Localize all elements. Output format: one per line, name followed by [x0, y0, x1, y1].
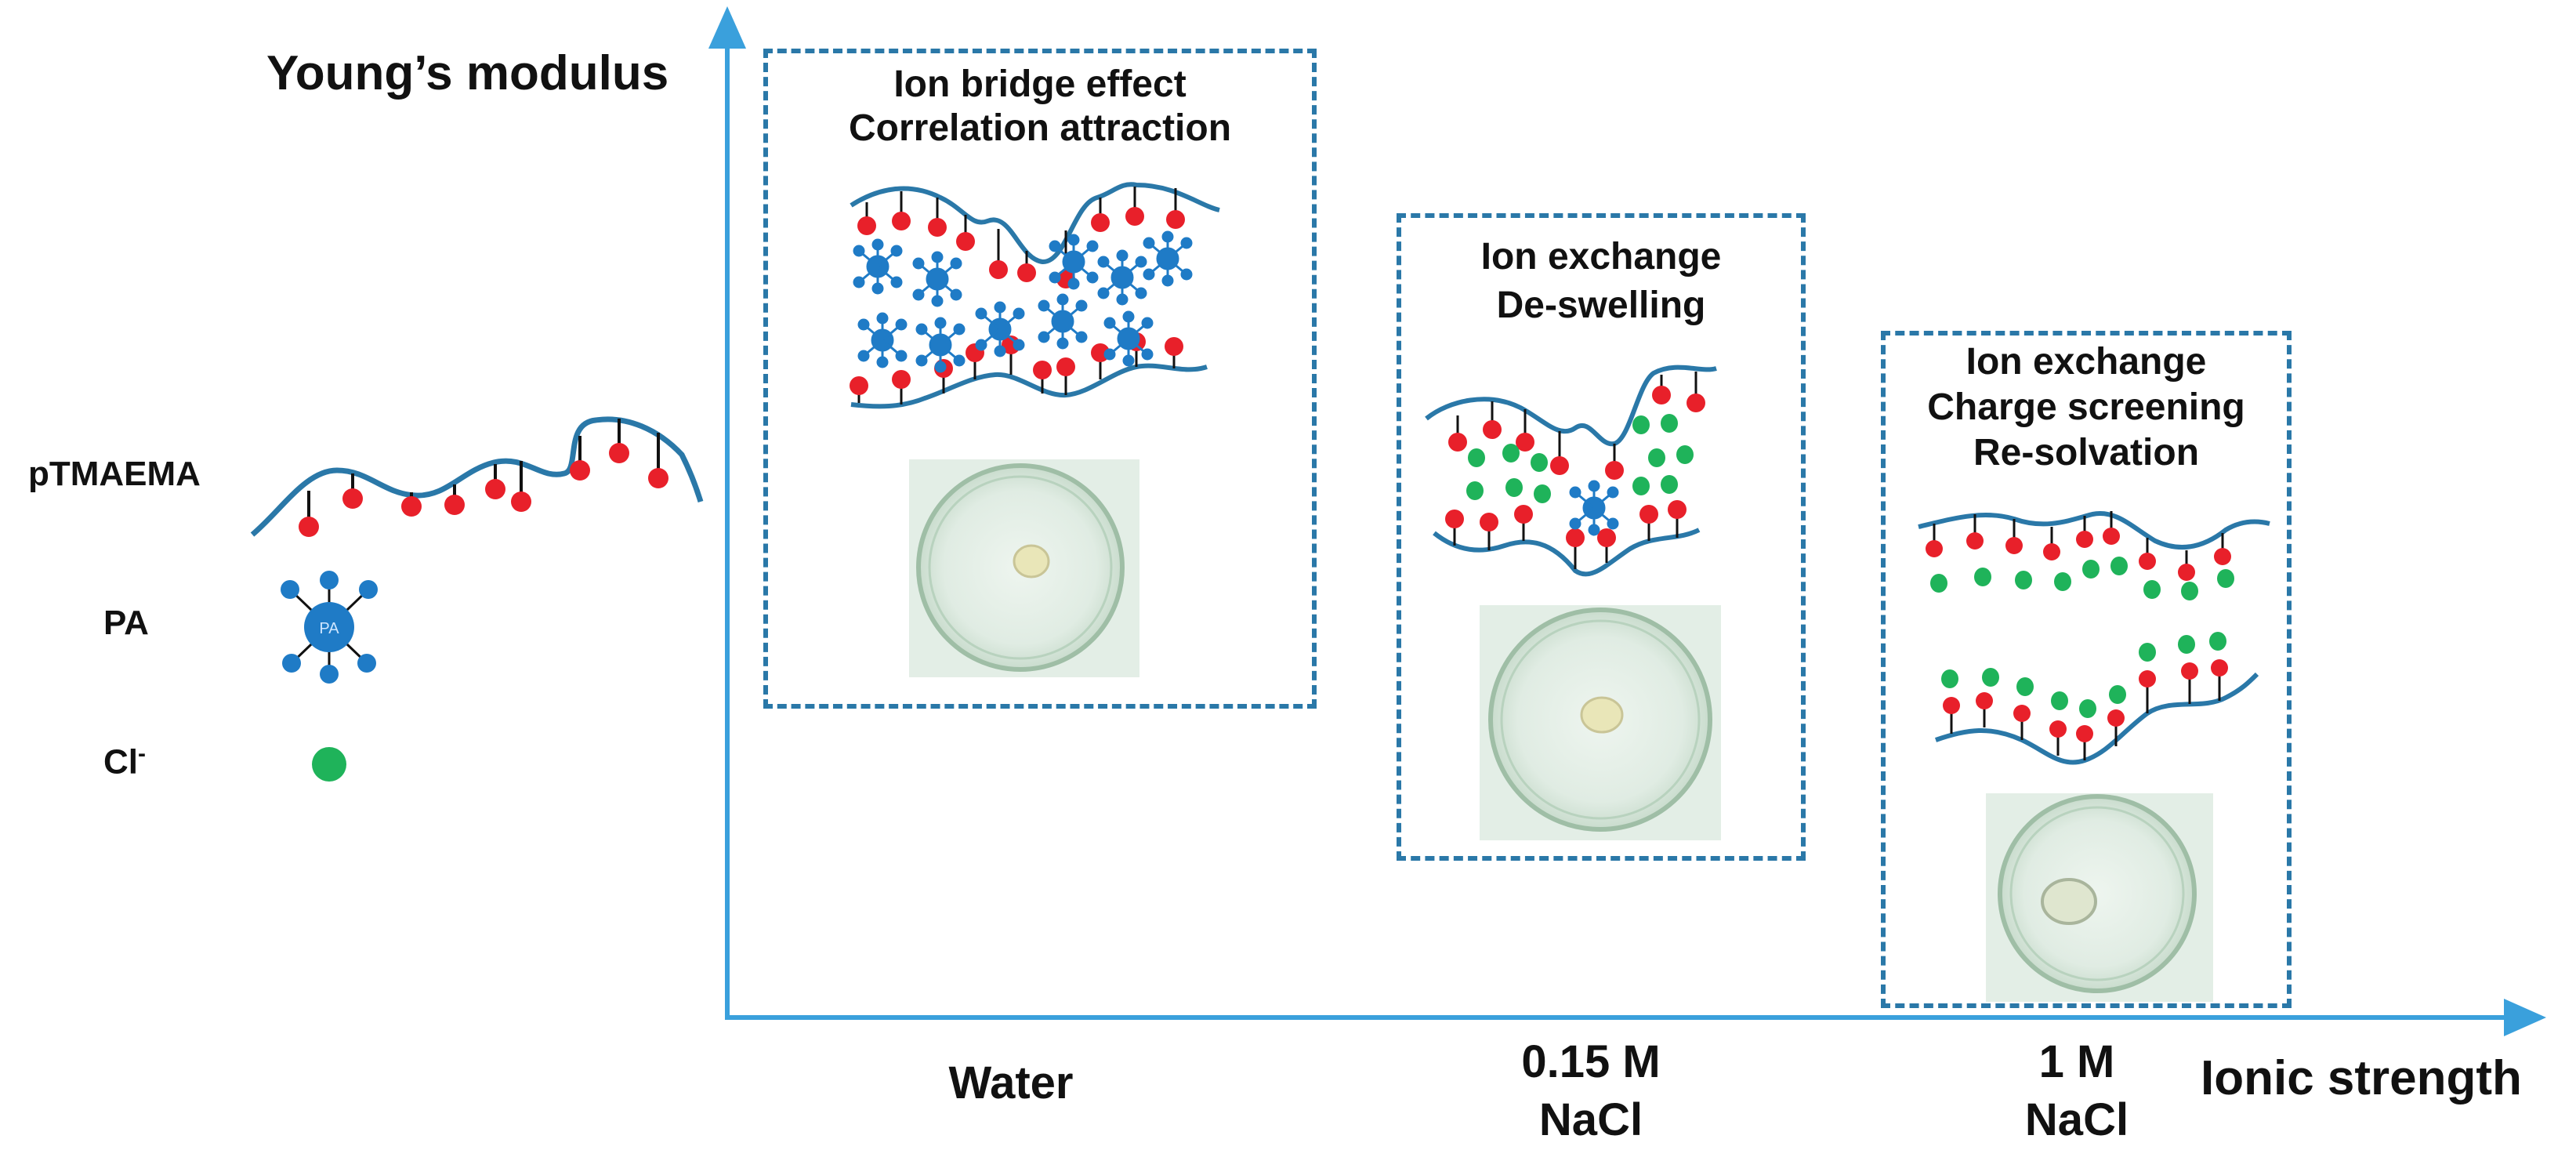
panel-1m-dish-photo [1986, 793, 2213, 1002]
category-1m-nacl: 1 M NaCl [2024, 1036, 2129, 1145]
panel-water-network-illustration [850, 182, 1220, 409]
panel-1m-nacl: Ion exchange Charge screening Re-solvati… [1881, 331, 2292, 1008]
panel-015m-dish-photo [1480, 605, 1721, 840]
panel-1m-chain-illustration-top [1918, 511, 2270, 600]
legend-chloride-icon [312, 747, 346, 782]
panel-015m-line-2: De-swelling [1496, 285, 1706, 326]
legend-label-cl: Cl- [103, 741, 146, 782]
panel-015m-line-1: Ion exchange [1480, 236, 1722, 277]
panel-015m-nacl: Ion exchange De-swelling [1397, 213, 1806, 861]
legend-label-pa: PA [103, 604, 149, 642]
legend-pa-inner-label: PA [319, 620, 339, 637]
panel-1m-chain-illustration-bottom [1935, 632, 2259, 765]
legend-cl-text: Cl [103, 742, 138, 782]
panel-1m-line-1: Ion exchange [1966, 341, 2207, 383]
panel-1m-line-3: Re-solvation [1973, 432, 2200, 473]
category-water-text: Water [948, 1057, 1074, 1108]
legend-pa-icon: PA [281, 571, 378, 684]
panel-015m-network-illustration [1425, 365, 1717, 577]
legend-ptmaema-chain-icon [250, 416, 704, 537]
panel-1m-line-2: Charge screening [1927, 386, 2245, 428]
y-axis-label: Young’s modulus [266, 46, 669, 100]
panel-water: Ion bridge effect Correlation attraction [763, 49, 1317, 709]
category-015m-nacl: 0.15 M NaCl [1521, 1036, 1661, 1145]
legend-label-ptmaema: pTMAEMA [28, 455, 201, 493]
panel-water-line-2: Correlation attraction [848, 107, 1232, 149]
panel-water-dish-photo [909, 459, 1139, 677]
legend-cl-superscript: - [138, 741, 146, 767]
category-water: Water [886, 1054, 1136, 1112]
x-axis-label: Ionic strength [2201, 1051, 2522, 1105]
panel-water-line-1: Ion bridge effect [893, 63, 1187, 105]
